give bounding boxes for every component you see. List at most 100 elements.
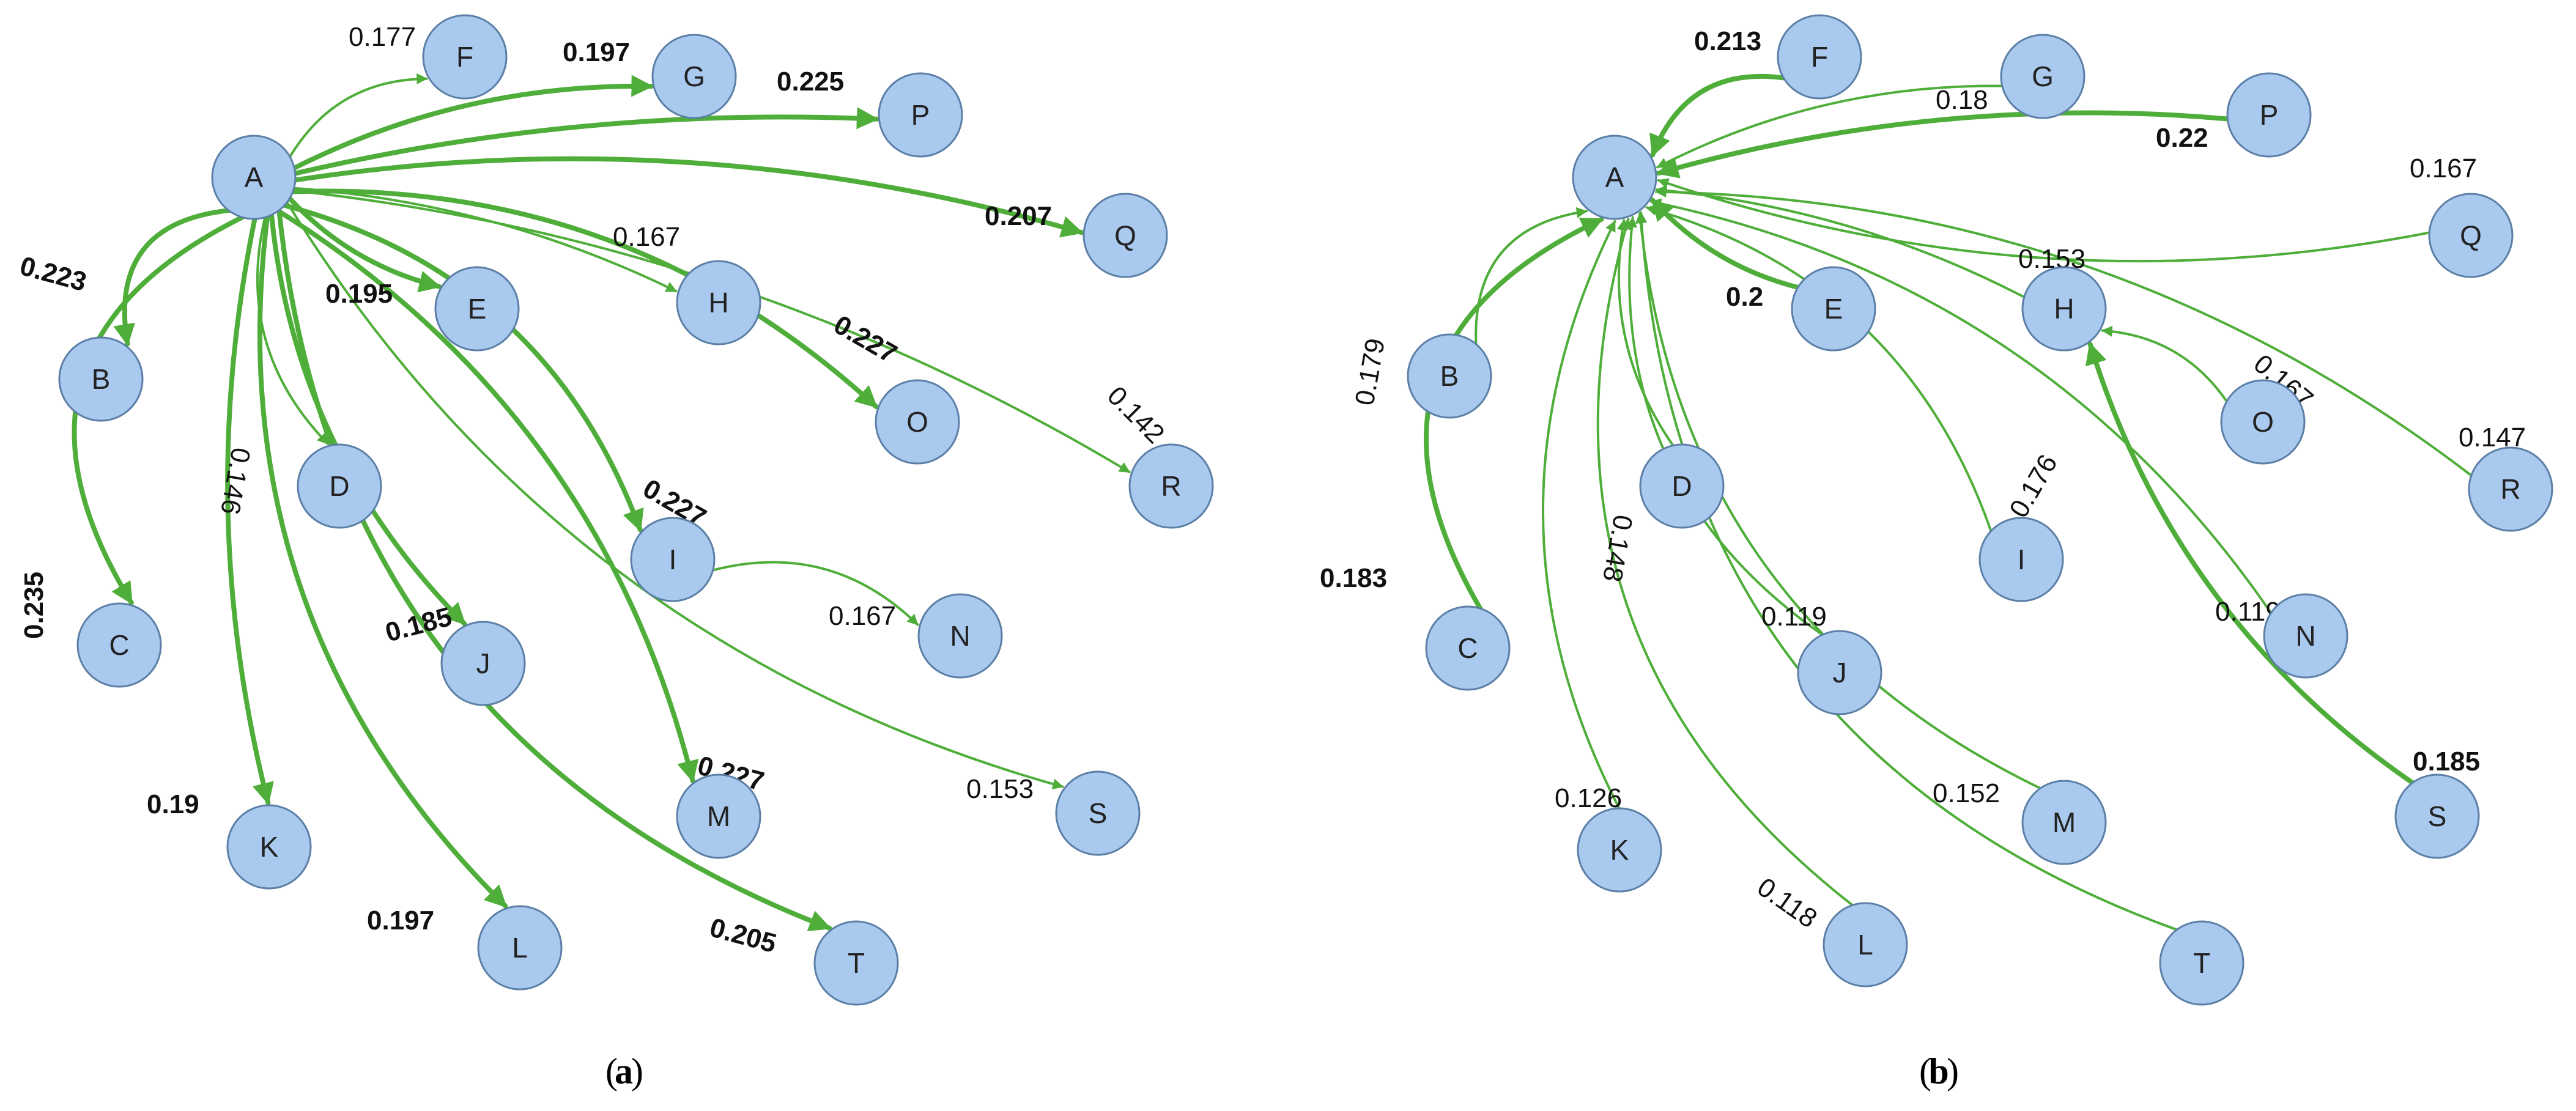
node-G: G <box>2000 34 2086 119</box>
node-label: Q <box>2460 220 2482 251</box>
node-label: G <box>683 61 705 92</box>
edge-weight-label: 0.22 <box>2156 123 2208 153</box>
edge-weight-label: 0.225 <box>777 67 844 97</box>
node-circle <box>1797 630 1882 715</box>
edge-weight-label: 0.183 <box>1320 563 1387 593</box>
node-circle <box>676 260 761 345</box>
node-circle <box>76 602 162 688</box>
node-label: H <box>2054 293 2074 325</box>
node-label: R <box>2500 473 2520 505</box>
node-label: A <box>1605 161 1624 193</box>
edge-G-A <box>1656 84 2004 169</box>
node-label: N <box>950 620 970 652</box>
panel-a: 0.1770.1970.2250.2070.2230.2350.1950.167… <box>17 14 1214 1006</box>
edge-R-A <box>1655 186 2473 477</box>
node-label: T <box>848 947 865 979</box>
node-F: F <box>1777 14 1862 100</box>
node-circle <box>1577 807 1662 893</box>
node-D: D <box>1639 443 1725 529</box>
edge-weight-label: 0.119 <box>1761 602 1827 632</box>
edge-J-A <box>1626 216 1824 637</box>
node-M: M <box>2021 780 2107 865</box>
edge-weight-label: 0.235 <box>19 572 49 639</box>
node-circle <box>2428 193 2514 278</box>
edge-H-A <box>1656 185 2026 298</box>
node-label: O <box>906 406 928 438</box>
edge-weight-label: 0.205 <box>706 912 779 959</box>
edge-weight-label: 0.223 <box>17 251 89 297</box>
node-circle <box>630 517 716 602</box>
node-H: H <box>2021 266 2107 352</box>
node-P: P <box>2226 72 2312 158</box>
node-O: O <box>875 379 960 465</box>
node-label: J <box>476 648 490 679</box>
edge-weight-label: 0.197 <box>367 906 434 936</box>
edge-weight-label: 0.146 <box>215 445 256 517</box>
edge-A-J <box>269 212 467 626</box>
node-label: L <box>1857 929 1873 961</box>
node-circle <box>58 336 144 422</box>
node-circle <box>1128 443 1214 529</box>
node-circle <box>2021 780 2107 865</box>
node-label: C <box>1457 632 1478 664</box>
node-label: I <box>669 544 677 575</box>
node-circle <box>2220 379 2306 465</box>
node-L: L <box>477 905 563 991</box>
node-C: C <box>1425 605 1511 691</box>
caption-a-open: ( <box>605 1051 618 1091</box>
edge-weight-label: 0.179 <box>1350 336 1391 408</box>
edge-weight-label: 0.167 <box>829 601 896 631</box>
edge-A-P <box>292 107 879 176</box>
edge-weight-label: 0.167 <box>2410 153 2477 183</box>
node-label: F <box>456 41 473 73</box>
edge-A-D <box>256 216 329 445</box>
edge-D-A <box>1616 219 1675 447</box>
edge-weight-label: 0.227 <box>829 309 902 369</box>
node-K: K <box>1577 807 1662 893</box>
edge-N-A <box>1649 198 2273 615</box>
edge-A-B <box>113 208 231 347</box>
edge-weight-label: 0.207 <box>985 201 1052 231</box>
edge-A-G <box>292 75 654 171</box>
node-T: T <box>813 920 899 1006</box>
node-A: A <box>1572 135 1657 220</box>
edge-weight-label: 0.142 <box>1101 380 1171 449</box>
edge-O-H <box>2101 325 2228 403</box>
edge-A-L <box>257 214 508 909</box>
node-label: B <box>1440 360 1459 392</box>
node-label: S <box>1089 797 1108 829</box>
edge-labels-b: 0.2130.180.220.1670.1790.1830.20.1530.16… <box>1320 26 2526 934</box>
node-circle <box>813 920 899 1006</box>
node-R: R <box>1128 443 1214 529</box>
edge-A-K <box>225 216 274 806</box>
caption-b: ( b ) <box>1919 1051 1959 1091</box>
node-D: D <box>297 443 382 529</box>
edge-P-A <box>1656 110 2230 179</box>
node-circle <box>1639 443 1725 529</box>
node-label: R <box>1161 470 1181 502</box>
edge-weight-label: 0.213 <box>1694 26 1761 56</box>
node-S: S <box>1055 770 1141 856</box>
node-label: G <box>2032 61 2054 92</box>
edge-labels-a: 0.1770.1970.2250.2070.2230.2350.1950.167… <box>17 22 1170 959</box>
node-circle <box>875 379 960 465</box>
node-label: Q <box>1114 220 1136 251</box>
node-circle <box>2394 773 2480 859</box>
node-R: R <box>2468 446 2553 532</box>
node-C: C <box>76 602 162 688</box>
node-label: F <box>1811 41 1828 73</box>
edge-A-F <box>289 73 428 158</box>
node-label: S <box>2428 800 2447 832</box>
node-label: P <box>2260 99 2279 131</box>
node-K: K <box>226 804 312 890</box>
edge-L-A <box>1596 218 1854 907</box>
node-label: M <box>707 800 730 832</box>
node-circle <box>2159 920 2245 1006</box>
edge-S-H <box>2086 342 2415 786</box>
edge-K-A <box>1542 220 1621 810</box>
node-circle <box>1823 902 1908 987</box>
node-circle <box>651 34 737 119</box>
node-circle <box>2468 446 2553 532</box>
node-circle <box>2263 593 2348 679</box>
